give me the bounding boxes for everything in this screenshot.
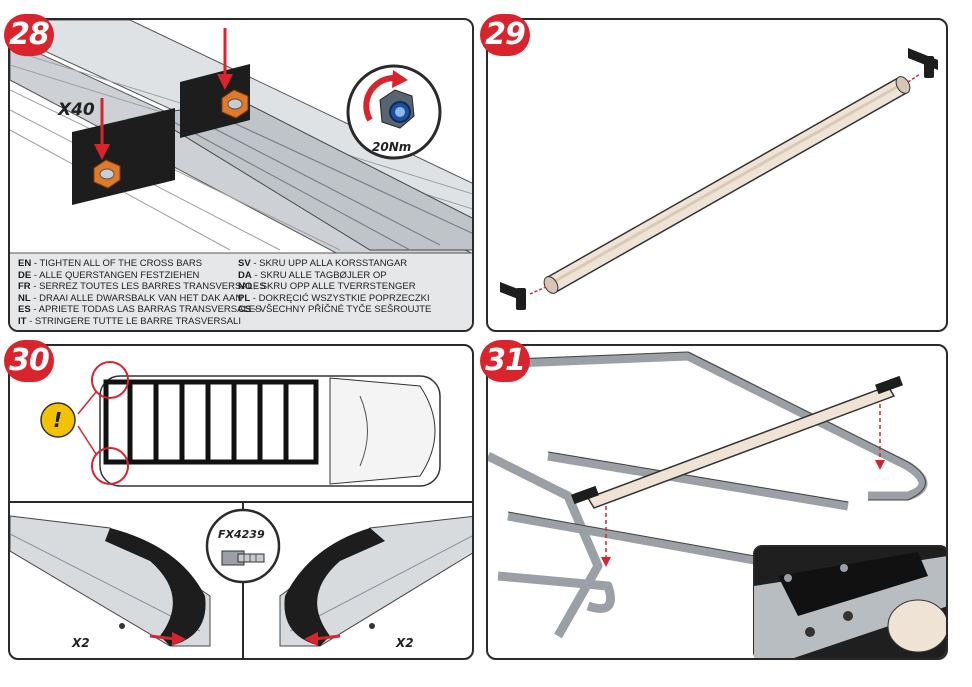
quantity-label: X40 [58, 100, 95, 120]
nut-right [221, 89, 249, 119]
instructions-col-right: SV - SKRU UPP ALLA KORSSTANGAR DA - SKRU… [238, 258, 431, 316]
step-31-illustration [488, 351, 946, 658]
part-code-label: FX4239 [218, 528, 265, 541]
van-top-view [99, 375, 441, 487]
nut-left [93, 159, 121, 189]
left-quantity-label: X2 [72, 636, 90, 650]
warning-icon [40, 402, 76, 438]
step-29-panel [486, 18, 948, 332]
roller-tube [571, 375, 903, 509]
step-31-badge: 31 [480, 340, 530, 382]
torque-label: 20Nm [372, 140, 412, 154]
roller-tube [543, 76, 911, 294]
rotate-arrow-icon [363, 74, 396, 122]
step-30-illustration [10, 361, 472, 658]
instruction-row-pl: PL - DOKRĘCIĆ WSZYSTKIE POPRZECZKI [238, 292, 430, 304]
arrow-down-icon [94, 28, 233, 160]
step-28-badge: 28 [4, 14, 54, 56]
warning-symbol: ! [53, 408, 63, 432]
instruction-row-it: IT - STRINGERE TUTTE LE BARRE TRASVERSAL… [18, 315, 241, 327]
step-28-panel: X40 20Nm EN - TIGHTEN ALL OF THE CROSS B… [8, 18, 474, 332]
rail-end-left [10, 515, 211, 647]
instruction-row-da: DA - SKRU ALLE TAGBØJLER OP [238, 269, 387, 281]
step-29-badge: 29 [480, 14, 530, 56]
instruction-row-nl: NL - DRAAI ALLE DWARSBALK VAN HET DAK AA… [18, 292, 243, 304]
instruction-row-no: NO - SKRU OPP ALLE TVERRSTENGER [238, 281, 416, 293]
right-quantity-label: X2 [396, 636, 414, 650]
step-28-illustration [10, 20, 472, 330]
end-bracket-right [908, 48, 938, 78]
bolt-icon [221, 550, 265, 566]
step-31-panel [486, 344, 948, 660]
step-30-panel: ! FX4239 X2 X2 [8, 344, 474, 660]
instruction-row-es: ES - APRIETE TODAS LAS BARRAS TRANSVERSA… [18, 304, 262, 316]
instruction-row-de: DE - ALLE QUERSTANGEN FESTZIEHEN [18, 269, 200, 281]
instruction-row-en: EN - TIGHTEN ALL OF THE CROSS BARS [18, 258, 203, 269]
rail-end-right [279, 515, 472, 647]
instruction-row-cs: CS - VŠECHNY PŘÍČNÉ TYČE SEŠROUJTE [238, 304, 432, 316]
end-bracket-left [500, 282, 526, 310]
detail-inset [753, 545, 946, 658]
step-29-illustration [500, 48, 938, 310]
instruction-row-sv: SV - SKRU UPP ALLA KORSSTANGAR [238, 258, 408, 269]
arrow-down-icon [601, 404, 885, 567]
instruction-row-fr: FR - SERREZ TOUTES LES BARRES TRANSVERSA… [18, 281, 266, 293]
step-30-badge: 30 [4, 340, 54, 382]
instructions-col-left: EN - TIGHTEN ALL OF THE CROSS BARS DE - … [18, 258, 266, 328]
